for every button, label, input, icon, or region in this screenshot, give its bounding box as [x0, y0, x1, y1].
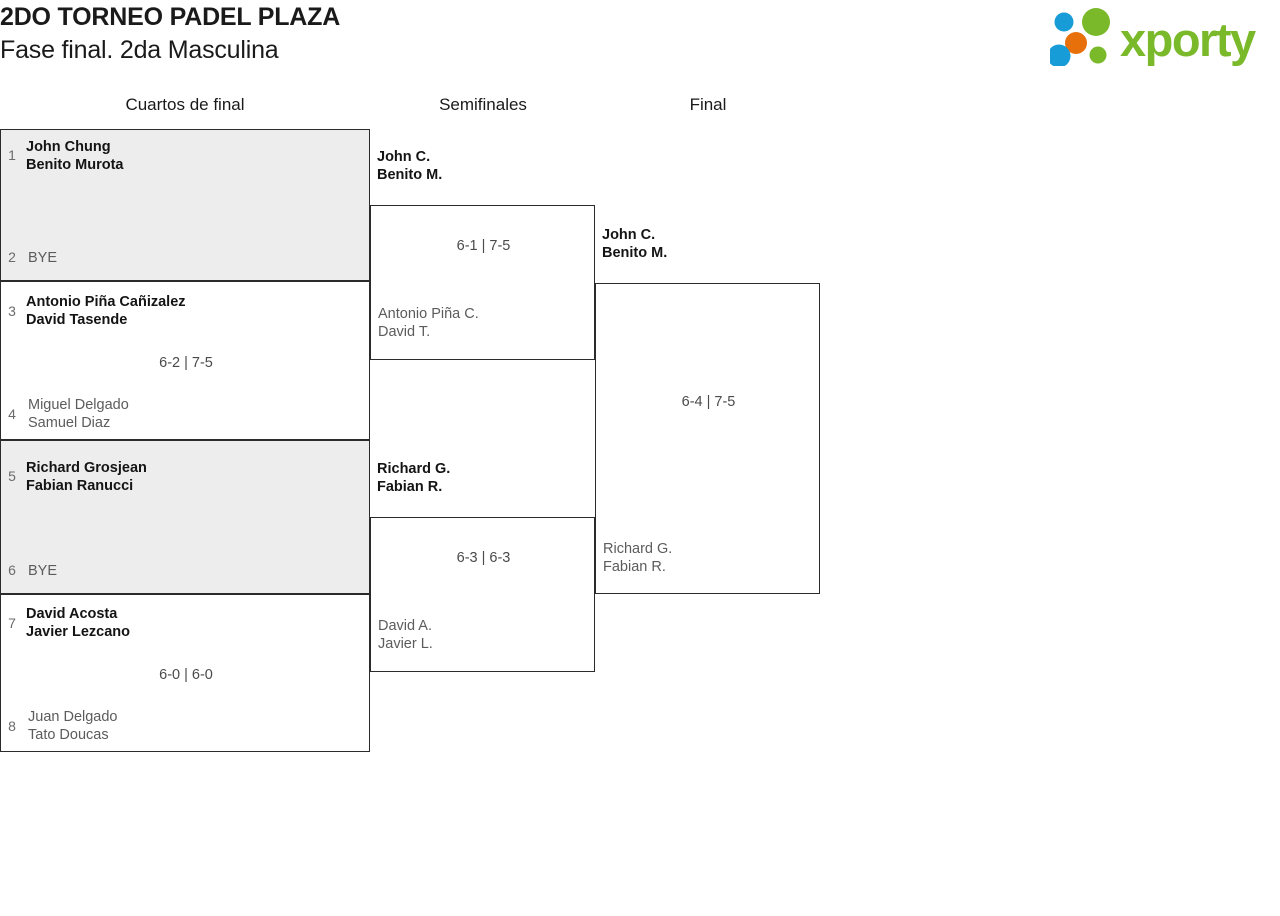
xporty-logo: xporty — [1050, 8, 1276, 66]
match-score: 6-0 | 6-0 — [159, 667, 213, 683]
team-name: Javier L. — [378, 636, 433, 652]
team-name: Samuel Diaz — [28, 415, 111, 431]
team-name: Richard G. — [603, 541, 673, 557]
team-name: David A. — [378, 618, 432, 634]
match-score: 6-4 | 7-5 — [681, 394, 736, 410]
team-name: Javier Lezcano — [26, 624, 130, 640]
team-name: Antonio Piña C. — [378, 306, 479, 322]
team-name: John C. — [377, 149, 431, 165]
team-name: Juan Delgado — [28, 709, 118, 725]
team-name: Benito M. — [377, 167, 443, 183]
match-box-sf2[interactable]: 6-3 | 6-3 David A. Javier L. — [370, 517, 595, 672]
seed-number: 2 — [8, 249, 16, 265]
match-box-qf2[interactable]: 3 Antonio Piña Cañizalez David Tasende 6… — [0, 281, 370, 440]
match-box-qf3[interactable]: 5 Richard Grosjean Fabian Ranucci 6 BYE — [0, 440, 370, 594]
team-name: Fabian R. — [377, 479, 443, 495]
team-name: Tato Doucas — [28, 727, 109, 743]
seed-number: 7 — [8, 615, 16, 631]
team-name: John C. — [602, 227, 656, 243]
match-box-qf4[interactable]: 7 David Acosta Javier Lezcano 6-0 | 6-0 … — [0, 594, 370, 752]
match-box-sf1[interactable]: 6-1 | 7-5 Antonio Piña C. David T. — [370, 205, 595, 360]
team-name: BYE — [28, 250, 58, 266]
match-box-qf1[interactable]: 1 John Chung Benito Murota 2 BYE — [0, 129, 370, 281]
team-name: Antonio Piña Cañizalez — [26, 294, 186, 310]
match-score: 6-1 | 7-5 — [456, 238, 511, 254]
team-name: Benito Murota — [26, 157, 124, 173]
seed-number: 1 — [8, 147, 16, 163]
svg-text:xporty: xporty — [1120, 13, 1256, 66]
seed-number: 6 — [8, 562, 16, 578]
team-name: David Acosta — [26, 606, 118, 622]
logo-dot-green-large — [1082, 8, 1110, 36]
seed-number: 3 — [8, 303, 16, 319]
match-score: 6-2 | 7-5 — [159, 355, 213, 371]
team-name: Richard G. — [377, 461, 451, 477]
team-name: Benito M. — [602, 245, 668, 261]
tournament-subtitle: Fase final. 2da Masculina — [0, 36, 279, 64]
team-name: John Chung — [26, 139, 111, 155]
team-name: David Tasende — [26, 312, 128, 328]
team-name: Fabian R. — [603, 559, 666, 575]
round-header-semifinals: Semifinales — [439, 95, 527, 114]
match-score: 6-3 | 6-3 — [456, 550, 511, 566]
team-name: Fabian Ranucci — [26, 478, 134, 494]
team-name: Richard Grosjean — [26, 460, 147, 476]
logo-dot-blue-large — [1050, 44, 1071, 66]
logo-dot-blue-small — [1054, 12, 1074, 32]
match-box-final[interactable]: 6-4 | 7-5 Richard G. Fabian R. — [595, 283, 820, 594]
logo-dot-green-small — [1089, 46, 1107, 64]
round-header-final: Final — [689, 95, 727, 114]
seed-number: 8 — [8, 718, 16, 734]
round-header-quarterfinals: Cuartos de final — [125, 95, 245, 114]
logo-dot-orange — [1065, 32, 1087, 54]
team-name: BYE — [28, 563, 58, 579]
tournament-title: 2DO TORNEO PADEL PLAZA — [0, 3, 341, 31]
seed-number: 5 — [8, 468, 16, 484]
team-name: Miguel Delgado — [28, 397, 129, 413]
seed-number: 4 — [8, 406, 16, 422]
team-name: David T. — [378, 324, 431, 340]
